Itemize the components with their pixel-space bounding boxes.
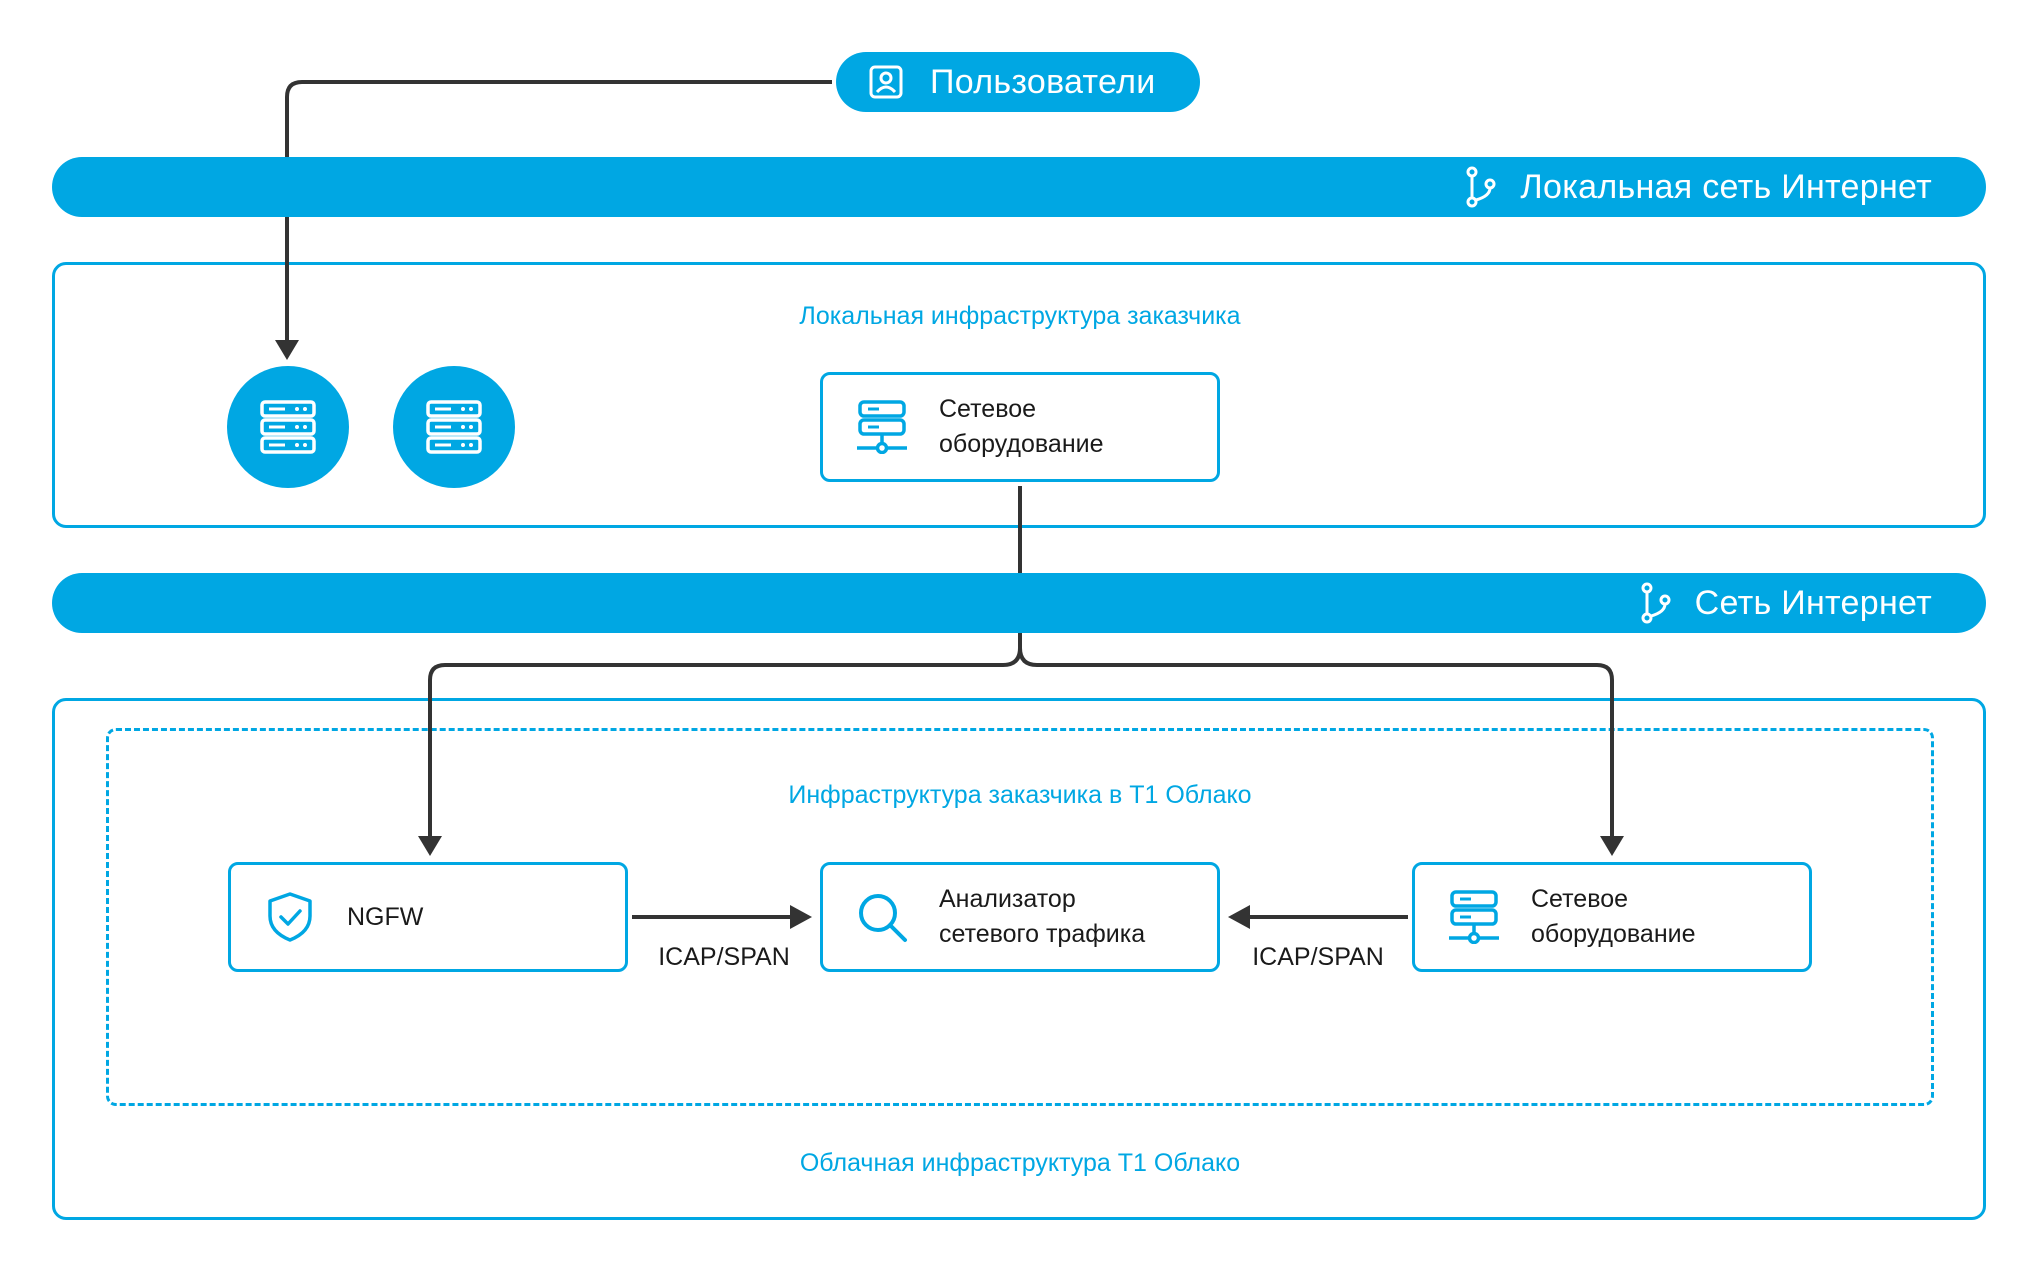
user-contact-icon <box>869 65 903 99</box>
cloudnet-analyzer-connection-label: ICAP/SPAN <box>1252 943 1384 971</box>
internet-label: Сеть Интернет <box>1694 583 1932 622</box>
local-internet-bar: Локальная сеть Интернет <box>52 157 1986 217</box>
network-server-icon <box>857 400 907 454</box>
server-rack-icon <box>260 400 316 454</box>
traffic-analyzer-label: Анализатор сетевого трафика <box>939 882 1145 952</box>
local-network-equipment-line1: Сетевое <box>939 395 1037 423</box>
cloud-network-equipment-line1: Сетевое <box>1531 885 1629 913</box>
branch-icon <box>1466 166 1496 208</box>
traffic-analyzer-line1: Анализатор <box>939 885 1076 913</box>
cloud-infrastructure-title: Облачная инфраструктура Т1 Облако <box>799 1149 1241 1177</box>
traffic-analyzer-box: Анализатор сетевого трафика <box>820 862 1220 972</box>
server-node-1 <box>227 366 349 488</box>
local-infrastructure-title: Локальная инфраструктура заказчика <box>799 302 1241 330</box>
local-network-equipment-box: Сетевое оборудование <box>820 372 1220 482</box>
ngfw-analyzer-connection-label: ICAP/SPAN <box>658 943 790 971</box>
cloud-network-equipment-box: Сетевое оборудование <box>1412 862 1812 972</box>
local-internet-label: Локальная сеть Интернет <box>1520 167 1932 206</box>
ngfw-label-text: NGFW <box>347 902 424 931</box>
server-rack-icon <box>426 400 482 454</box>
network-server-icon <box>1449 890 1499 944</box>
traffic-analyzer-line2: сетевого трафика <box>939 920 1146 948</box>
server-node-2 <box>393 366 515 488</box>
cloud-network-equipment-label: Сетевое оборудование <box>1531 882 1696 952</box>
users-pill: Пользователи <box>836 52 1200 112</box>
local-network-equipment-label: Сетевое оборудование <box>939 392 1104 462</box>
ngfw-label: NGFW <box>347 900 423 935</box>
ngfw-box: NGFW <box>228 862 628 972</box>
internet-bar: Сеть Интернет <box>52 573 1986 633</box>
cloud-network-equipment-line2: оборудование <box>1531 920 1696 948</box>
customer-cloud-infrastructure-title: Инфраструктура заказчика в Т1 Облако <box>788 781 1252 809</box>
branch-icon <box>1641 582 1671 624</box>
shield-check-icon <box>268 892 312 942</box>
local-network-equipment-line2: оборудование <box>939 430 1104 458</box>
search-icon <box>859 894 907 942</box>
users-label: Пользователи <box>930 62 1156 101</box>
